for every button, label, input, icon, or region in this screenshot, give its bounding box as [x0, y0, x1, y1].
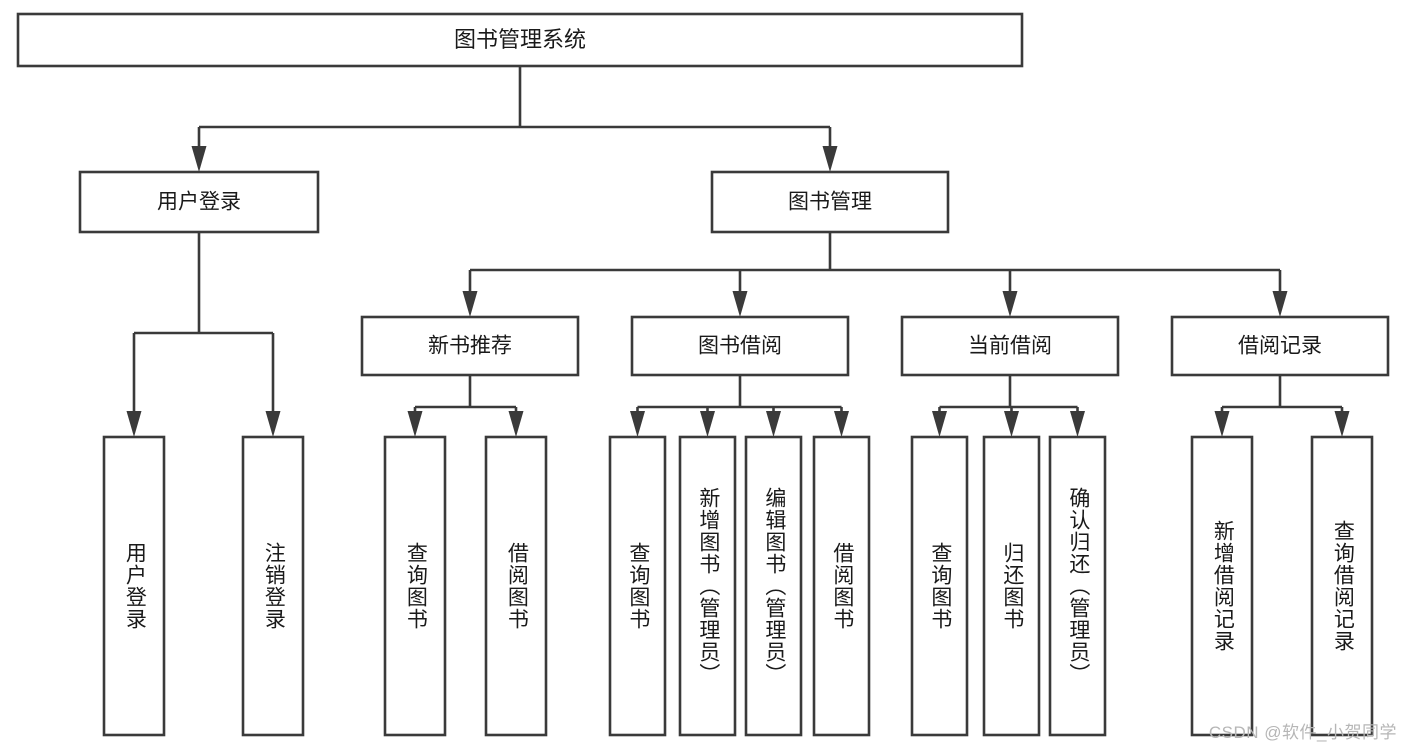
node-box-leaf-query-book-1 — [383, 435, 447, 737]
watermark-text: CSDN @软件_小贺同学 — [1208, 723, 1397, 742]
node-box-leaf-borrow-book-2 — [812, 435, 871, 737]
node-leaf-return-book[interactable] — [982, 435, 1041, 737]
node-user-login[interactable]: 用户登录 — [78, 170, 320, 234]
node-leaf-user-login[interactable] — [102, 435, 166, 737]
node-leaf-query-record[interactable] — [1310, 435, 1374, 737]
node-box-leaf-return-book — [982, 435, 1041, 737]
node-box-leaf-add-record — [1190, 435, 1254, 737]
connector-layer — [126, 66, 1350, 437]
node-borrow-record[interactable]: 借阅记录 — [1170, 315, 1390, 377]
node-new-book-recommend[interactable]: 新书推荐 — [360, 315, 580, 377]
node-box-leaf-borrow-book-1 — [484, 435, 548, 737]
node-leaf-borrow-book-1[interactable] — [484, 435, 548, 737]
node-leaf-query-book-1[interactable] — [383, 435, 447, 737]
node-leaf-user-logout[interactable] — [241, 435, 305, 737]
node-leaf-add-record[interactable] — [1190, 435, 1254, 737]
node-book-management[interactable]: 图书管理 — [710, 170, 950, 234]
node-leaf-edit-book[interactable] — [744, 435, 803, 737]
node-box-new-book-recommend — [360, 315, 580, 377]
node-label-current-borrow: 当前借阅 — [968, 335, 1052, 358]
node-box-leaf-add-book — [678, 435, 737, 737]
node-box-book-borrow — [630, 315, 850, 377]
node-box-leaf-query-record — [1310, 435, 1374, 737]
node-box-leaf-query-book-3 — [910, 435, 969, 737]
node-leaf-confirm-return[interactable] — [1048, 435, 1107, 737]
node-box-leaf-edit-book — [744, 435, 803, 737]
node-leaf-borrow-book-2[interactable] — [812, 435, 871, 737]
node-box-root — [16, 12, 1024, 68]
node-book-borrow[interactable]: 图书借阅 — [630, 315, 850, 377]
node-box-leaf-user-logout — [241, 435, 305, 737]
node-label-borrow-record: 借阅记录 — [1238, 335, 1322, 358]
node-box-leaf-query-book-2 — [608, 435, 667, 737]
node-box-leaf-user-login — [102, 435, 166, 737]
node-current-borrow[interactable]: 当前借阅 — [900, 315, 1120, 377]
node-leaf-query-book-2[interactable] — [608, 435, 667, 737]
node-label-root: 图书管理系统 — [454, 27, 586, 52]
node-leaf-add-book[interactable] — [678, 435, 737, 737]
node-label-user-login: 用户登录 — [157, 191, 241, 214]
node-box-book-management — [710, 170, 950, 234]
node-leaf-query-book-3[interactable] — [910, 435, 969, 737]
node-root[interactable]: 图书管理系统 — [16, 12, 1024, 68]
node-label-book-borrow: 图书借阅 — [698, 335, 782, 358]
node-box-current-borrow — [900, 315, 1120, 377]
node-label-new-book-recommend: 新书推荐 — [428, 335, 512, 358]
node-box-user-login — [78, 170, 320, 234]
node-box-leaf-confirm-return — [1048, 435, 1107, 737]
node-label-book-management: 图书管理 — [788, 191, 872, 214]
node-box-borrow-record — [1170, 315, 1390, 377]
